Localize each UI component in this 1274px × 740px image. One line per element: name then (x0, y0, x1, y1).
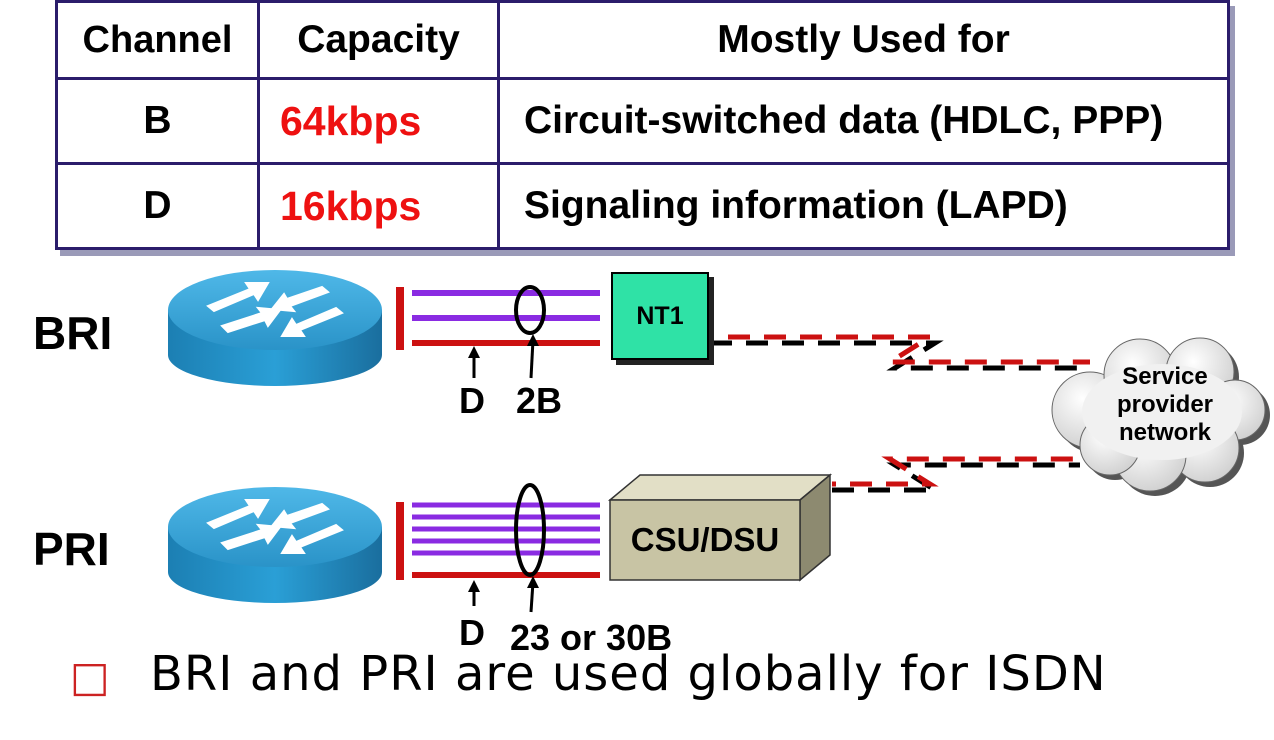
bri-label: BRI (33, 307, 113, 359)
cloud-label-line: provider (1116, 391, 1214, 418)
cloud-label-line: Service (1122, 363, 1208, 390)
table-row: B 64kbps Circuit-switched data (HDLC, PP… (55, 77, 1230, 165)
bullet-icon: □ (70, 652, 110, 701)
bri-port (396, 287, 404, 350)
pri-router-icon (168, 487, 382, 603)
table-row: D 16kbps Signaling information (LAPD) (55, 162, 1230, 250)
bri-d-label: D (459, 380, 485, 421)
cloud-label-line: network (1118, 419, 1211, 446)
pri-d-arrow (468, 580, 480, 606)
pri-label: PRI (33, 523, 110, 575)
header-used-for: Mostly Used for (497, 0, 1230, 80)
cloud-icon (1051, 337, 1270, 496)
pri-b-arrow (527, 576, 539, 613)
cell-capacity: 16kbps (257, 162, 500, 250)
pri-wan-link (832, 456, 1080, 493)
header-channel: Channel (55, 0, 260, 80)
pri-b-channels (412, 502, 600, 556)
header-capacity: Capacity (257, 0, 500, 80)
pri-d-label: D (459, 612, 485, 653)
cell-channel: B (55, 77, 260, 165)
cell-capacity: 64kbps (257, 77, 500, 165)
bri-d-arrow (468, 346, 480, 378)
bri-bundle-ring (514, 285, 546, 335)
nt1-box: NT1 (611, 272, 709, 360)
cell-used-for: Circuit-switched data (HDLC, PPP) (497, 77, 1230, 165)
cloud-label: Service provider network (1090, 363, 1240, 447)
bri-2b-label: 2B (516, 380, 563, 421)
table-header-row: Channel Capacity Mostly Used for (55, 0, 1230, 80)
pri-b-label: 23 or 30B (510, 617, 673, 658)
csu-dsu-label: CSU/DSU (630, 521, 780, 558)
channel-table: Channel Capacity Mostly Used for B 64kbp… (55, 0, 1230, 250)
cell-channel: D (55, 162, 260, 250)
pri-bundle-ring (514, 483, 546, 577)
bri-router-icon (168, 270, 382, 386)
bri-b-arrow (527, 334, 539, 379)
csu-dsu-box (607, 473, 833, 582)
pri-port (396, 502, 404, 580)
bullet-text: BRI and PRI are used globally for ISDN (150, 646, 1107, 702)
bri-wan-link (710, 334, 1090, 371)
cell-used-for: Signaling information (LAPD) (497, 162, 1230, 250)
